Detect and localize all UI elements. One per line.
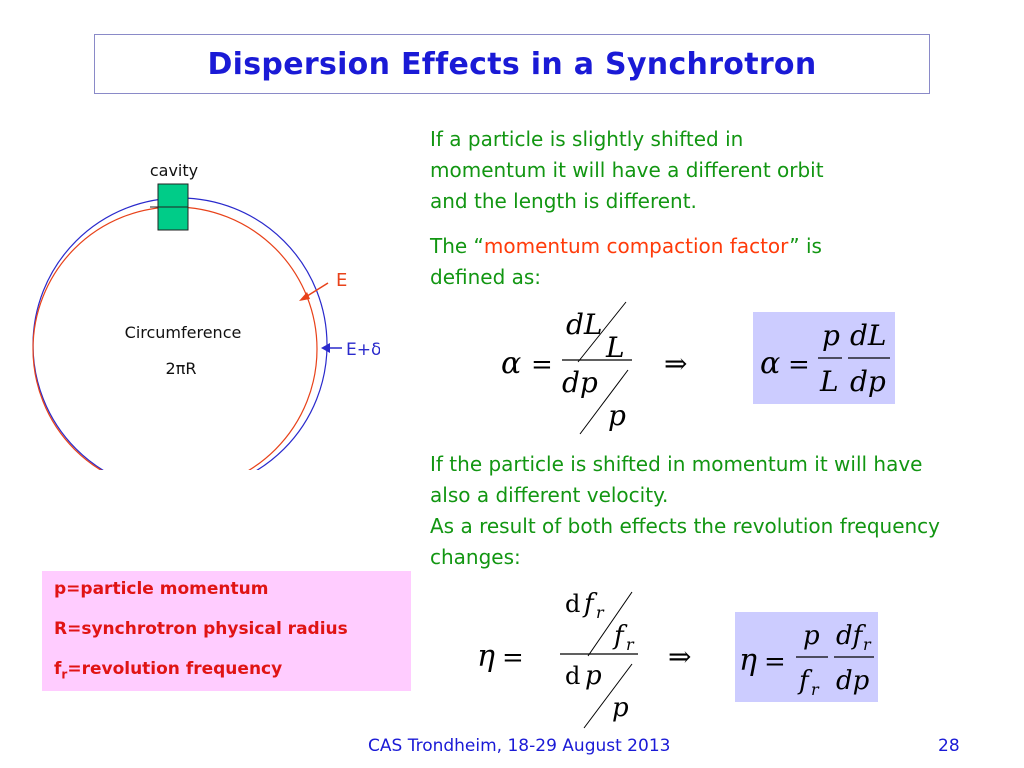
intro-paragraph: If a particle is slightly shifted in mom… bbox=[430, 127, 824, 213]
eta-num-f-sub: r bbox=[596, 603, 605, 622]
eta-equation: η = d f r f r d p p ⇒ η = p f r df r dp bbox=[477, 589, 878, 729]
alpha-den-p: p bbox=[608, 399, 626, 432]
eta-num-f2-sub: r bbox=[626, 635, 635, 654]
title-box: Dispersion Effects in a Synchrotron bbox=[94, 34, 930, 94]
alpha-num-dl: dL bbox=[566, 308, 603, 341]
slide-title: Dispersion Effects in a Synchrotron bbox=[207, 46, 817, 82]
eta-num-slash bbox=[587, 591, 633, 657]
compaction-prefix: The “ bbox=[430, 234, 484, 258]
definition-frequency-symbol: f bbox=[54, 659, 62, 679]
velocity-paragraph: If the particle is shifted in momentum i… bbox=[430, 449, 960, 573]
alpha-equals: = bbox=[531, 350, 553, 380]
definition-momentum: p=particle momentum bbox=[54, 579, 269, 599]
eta-num-d: d bbox=[565, 590, 580, 618]
eta-result-symbol: η bbox=[739, 643, 757, 678]
alpha-num-l: L bbox=[605, 331, 625, 364]
e-delta-label: E+δE bbox=[346, 340, 380, 360]
footer-event: CAS Trondheim, 18-29 August 2013 bbox=[368, 736, 671, 756]
alpha-result-equals: = bbox=[788, 350, 810, 380]
eta-result-df-sub: r bbox=[863, 635, 872, 654]
e-arrow-head bbox=[299, 292, 310, 301]
velocity-line-1: If the particle is shifted in momentum i… bbox=[430, 452, 923, 507]
alpha-symbol: α bbox=[501, 346, 521, 381]
circumference-value: 2πR bbox=[166, 359, 197, 378]
alpha-result-dl: dL bbox=[850, 319, 887, 352]
cavity-label: cavity bbox=[150, 161, 198, 180]
alpha-result-l: L bbox=[819, 365, 839, 398]
eta-result-p: p bbox=[803, 621, 820, 651]
alpha-den-slash bbox=[579, 369, 629, 435]
circumference-label: Circumference bbox=[125, 323, 242, 342]
alpha-num-slash bbox=[577, 301, 627, 363]
alpha-equation: α = dL L dp p ⇒ α = p L dL dp bbox=[501, 301, 895, 435]
eta-den-p2: p bbox=[612, 693, 629, 723]
eta-symbol: η bbox=[477, 639, 495, 674]
compaction-suffix: ” is defined as: bbox=[430, 234, 822, 289]
definition-frequency-sub: r bbox=[61, 667, 68, 682]
eta-den-d: d bbox=[565, 662, 580, 690]
page-number: 28 bbox=[938, 736, 960, 756]
e-label: E bbox=[336, 270, 347, 291]
definition-frequency-text: =revolution frequency bbox=[67, 659, 283, 679]
eta-equals: = bbox=[502, 643, 524, 673]
alpha-implies: ⇒ bbox=[664, 347, 687, 380]
eta-result-equals: = bbox=[764, 647, 786, 677]
alpha-result-symbol: α bbox=[760, 346, 780, 381]
compaction-term: momentum compaction factor bbox=[483, 234, 790, 258]
alpha-result-p: p bbox=[822, 319, 840, 352]
e-delta-arrow-head bbox=[321, 343, 330, 353]
definitions-box: p=particle momentum R=synchrotron physic… bbox=[42, 571, 411, 691]
velocity-line-2: As a result of both effects the revoluti… bbox=[430, 514, 941, 569]
alpha-den-dp: dp bbox=[562, 366, 598, 399]
definition-frequency: fr=revolution frequency bbox=[54, 659, 399, 684]
eta-den-p: p bbox=[585, 661, 602, 691]
eta-den-slash bbox=[583, 663, 633, 729]
definition-radius: R=synchrotron physical radius bbox=[54, 619, 348, 639]
eta-implies: ⇒ bbox=[668, 640, 691, 673]
eta-result-df: df bbox=[836, 621, 867, 651]
synchrotron-diagram: cavity E E+δE Circumference 2πR bbox=[32, 161, 380, 470]
alpha-result-dp: dp bbox=[850, 365, 886, 398]
eta-result-f-sub: r bbox=[811, 680, 820, 699]
compaction-paragraph: The “momentum compaction factor” is defi… bbox=[430, 231, 900, 293]
eta-result-dp: dp bbox=[836, 666, 870, 696]
